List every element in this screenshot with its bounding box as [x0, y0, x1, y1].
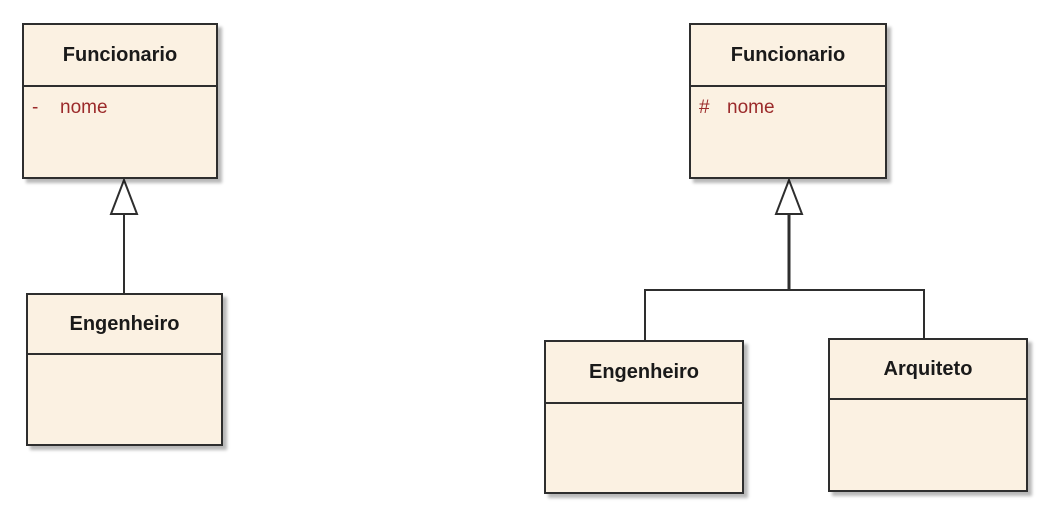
right-generalization-arrowhead [774, 177, 804, 215]
visibility-private: - [32, 97, 39, 118]
attribute-row: - nome [24, 87, 216, 119]
attribute-name: nome [727, 97, 775, 118]
class-name: Funcionario [24, 25, 216, 87]
class-name: Engenheiro [28, 295, 221, 355]
class-name: Engenheiro [546, 342, 742, 404]
left-generalization-arrowhead [109, 177, 139, 215]
left-engenheiro-class[interactable]: Engenheiro [26, 293, 223, 446]
class-name: Arquiteto [830, 340, 1026, 400]
attribute-name: nome [60, 97, 108, 118]
right-arquiteto-class[interactable]: Arquiteto [828, 338, 1028, 492]
attribute-row: # nome [691, 87, 885, 119]
right-engenheiro-class[interactable]: Engenheiro [544, 340, 744, 494]
visibility-protected: # [699, 97, 710, 118]
left-funcionario-class[interactable]: Funcionario - nome [22, 23, 218, 179]
right-funcionario-class[interactable]: Funcionario # nome [689, 23, 887, 179]
class-name: Funcionario [691, 25, 885, 87]
right-generalization-branch [644, 289, 925, 341]
